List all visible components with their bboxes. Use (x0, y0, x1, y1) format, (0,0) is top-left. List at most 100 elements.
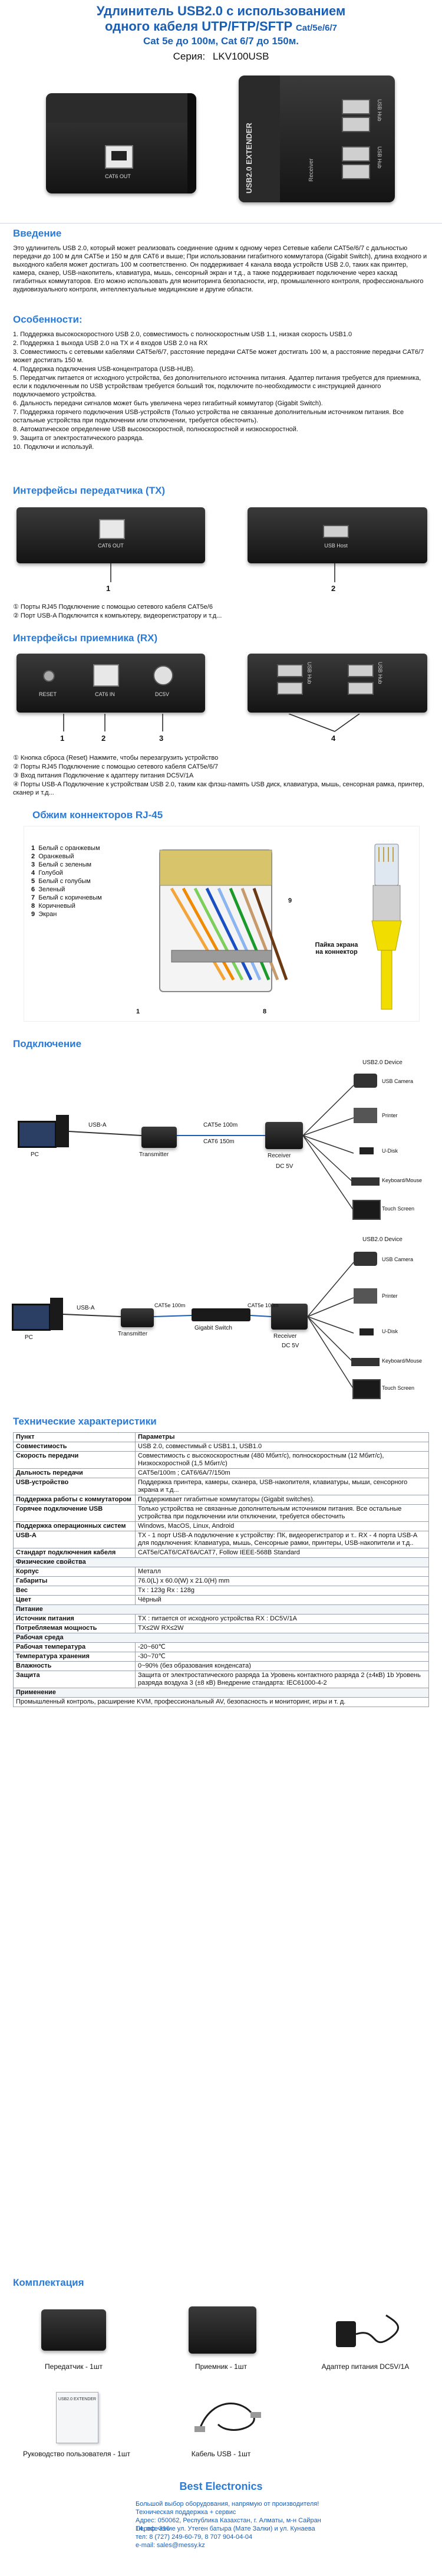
kit-label-cable: Кабель USB - 1шт (191, 2450, 251, 2458)
tx-callout-2: 2 (331, 584, 336, 593)
tx-front-panel: CAT6 OUT (17, 507, 205, 563)
rx-interfaces-title: Интерфейсы приемника (RX) (13, 632, 158, 644)
receiver-icon (265, 1122, 303, 1149)
keyboard-icon (351, 1358, 380, 1366)
kit-power-adapter-image (336, 2314, 399, 2347)
rx-usb-port-4 (342, 164, 370, 179)
feature-item: 10. Подключи и используй. (13, 444, 94, 451)
specs-header-row: Пункт Параметры (13, 1432, 429, 1442)
rj45-wire-legend: 1 Белый с оранжевым 2 Оранжевый 3 Белый … (31, 844, 143, 918)
diagram1-cables (68, 1085, 354, 1211)
rx-rj45-port (93, 664, 119, 687)
footer-line: Адрес: 050062, Республика Казахстан, г. … (136, 2517, 321, 2532)
feature-item: 4. Поддержка подключения USB-концентрато… (13, 366, 195, 373)
rj45-pin-1: 1 (136, 1008, 140, 1015)
dc-label: DC 5V (276, 1163, 293, 1170)
rx-note-3: ③ Вход питания Подключение к адаптеру пи… (13, 772, 194, 779)
kbm-label: Keyboard/Mouse (382, 1177, 423, 1183)
dc-label: DC 5V (282, 1343, 299, 1349)
receiver-image: USB2.0 EXTENDER Receiver USB Hub USB Hub (239, 76, 395, 202)
tx-interfaces-title: Интерфейсы передатчика (TX) (13, 485, 166, 496)
tx-port-label: CAT6 OUT (105, 173, 131, 179)
rj45-connector-drawing (159, 849, 288, 992)
pc-label: PC (25, 1334, 33, 1341)
kbm-label: Keyboard/Mouse (382, 1358, 423, 1364)
table-group-row: Рабочая среда (13, 1633, 429, 1643)
specs-header-value: Параметры (135, 1432, 429, 1442)
connection-diagram-1: USB2.0 Device PC Transmitter Receiver DC… (0, 1056, 442, 1227)
footer-email[interactable]: e-mail: sales@messy.kz (136, 2542, 205, 2549)
wire-row: 5 Белый с голубым (31, 878, 91, 885)
rx-usb-port (277, 682, 303, 695)
tx-callout-1: 1 (106, 584, 111, 593)
touch-label: Touch Screen (382, 1206, 415, 1212)
feature-item: 2. Поддержка 1 выхода USB 2.0 на TX и 4 … (13, 340, 208, 347)
switch-label: Gigabit Switch (194, 1325, 232, 1331)
wire-row: 7 Белый с коричневым (31, 894, 102, 901)
kit-manual-image: USB2.0 EXTENDER (56, 2392, 98, 2443)
tx-callout-lines (110, 563, 335, 582)
rx-usb-port (277, 664, 303, 677)
printer-label: Printer (382, 1293, 398, 1299)
transmitter-image: CAT6 OUT (46, 93, 196, 193)
intro-text: Это удлинитель USB 2.0, который может ре… (13, 245, 427, 293)
feature-item: 8. Автоматическое определение USB высоко… (13, 426, 298, 433)
kit-label-adapter: Адаптер питания DC5V/1A (321, 2362, 410, 2371)
transmitter-icon (121, 1308, 154, 1327)
wire-row: 3 Белый с зеленым (31, 861, 92, 868)
cable-a-label: CAT5e 100m (154, 1302, 186, 1308)
kit-transmitter-image (41, 2309, 106, 2351)
rx-usb-port-3 (342, 146, 370, 162)
product-photo: CAT6 OUT USB2.0 EXTENDER Receiver USB Hu… (0, 70, 442, 211)
wire-row: 2 Оранжевый (31, 853, 74, 860)
divider (0, 223, 442, 224)
rx-note-4: ④ Порты USB-A Подключение к устройствам … (13, 781, 424, 796)
specs-title: Технические характеристики (13, 1416, 157, 1427)
camera-icon (354, 1074, 377, 1088)
rj45-pin-8: 8 (263, 1008, 267, 1015)
tx-note-1: ① Порты RJ45 Подключение с помощью сетев… (13, 603, 213, 611)
rx-usbhub-label-b: USB Hub (377, 662, 383, 684)
series-line: Серия: LKV100USB (0, 51, 442, 63)
wire-row: 6 Зеленый (31, 886, 65, 893)
footer-line: Техническая поддержка + сервис (136, 2509, 236, 2516)
rx-back-panel: USB Hub USB Hub (248, 654, 427, 713)
rx-usb-port (348, 664, 374, 677)
rx-interfaces-photo: RESET CAT6 IN DC5V USB Hub USB Hub (0, 649, 442, 720)
printer-icon (354, 1288, 377, 1304)
tx-usb-host-label: USB Host (324, 543, 348, 549)
cable-label-2: CAT6 150m (203, 1138, 235, 1145)
cable-label: CAT5e 100m (203, 1122, 238, 1128)
rx-dc-port (153, 665, 173, 685)
wire-row: 4 Голубой (31, 869, 63, 877)
rx-port-label-b: USB Hub (377, 146, 382, 169)
footer-brand: Best Electronics (179, 2480, 263, 2492)
rx-label: Receiver (273, 1333, 297, 1340)
keyboard-icon (351, 1177, 380, 1186)
pc-monitor-icon (18, 1121, 57, 1148)
manual-cover-text: USB2.0 EXTENDER (58, 2397, 97, 2401)
rj45-shield-note: Пайка экрана на коннектор (315, 941, 358, 956)
diagram2-cables (62, 1262, 354, 1390)
series-label: Серия: (173, 51, 206, 62)
usb-a-label: USB-A (88, 1122, 107, 1128)
rx-usb-port-2 (342, 117, 370, 132)
usb-a-label: USB-A (77, 1305, 95, 1311)
kit-label-transmitter: Передатчик - 1шт (45, 2362, 103, 2371)
printer-label: Printer (382, 1113, 398, 1118)
feature-item: 3. Совместимость с сетевыми кабелями CAT… (13, 349, 424, 364)
table-row: Промышленный контроль, расширение KVM, п… (13, 1697, 429, 1707)
table-row: Температура хранения-30~70℃ (13, 1652, 429, 1662)
rx-side-label: Receiver (308, 158, 315, 182)
switch-icon (192, 1308, 250, 1321)
